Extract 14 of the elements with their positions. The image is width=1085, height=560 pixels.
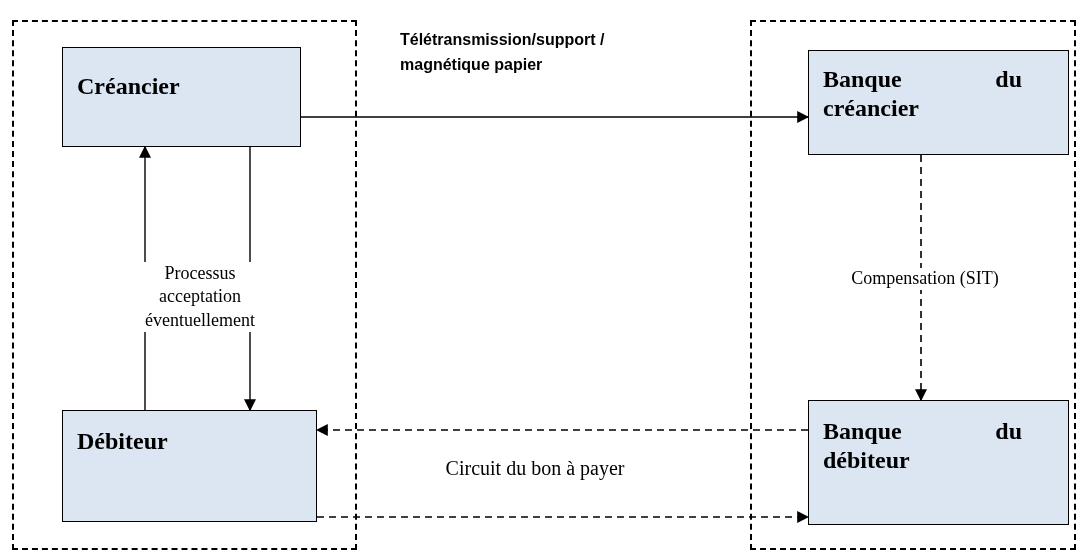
- box-label: Créancier: [77, 72, 181, 101]
- group-frame: [12, 20, 357, 550]
- group-frame: [750, 20, 1076, 550]
- arrow: [915, 154, 927, 402]
- arrow: [300, 111, 810, 123]
- process-box: [808, 400, 1069, 525]
- arrow: [315, 424, 809, 436]
- process-box: [808, 50, 1069, 155]
- arrow: [316, 511, 810, 523]
- box-label: Banque du créancier: [823, 65, 1022, 123]
- box-label: Débiteur: [77, 427, 169, 456]
- box-label: Banque du débiteur: [823, 417, 1022, 475]
- process-box: [62, 410, 317, 522]
- process-box: [62, 47, 301, 147]
